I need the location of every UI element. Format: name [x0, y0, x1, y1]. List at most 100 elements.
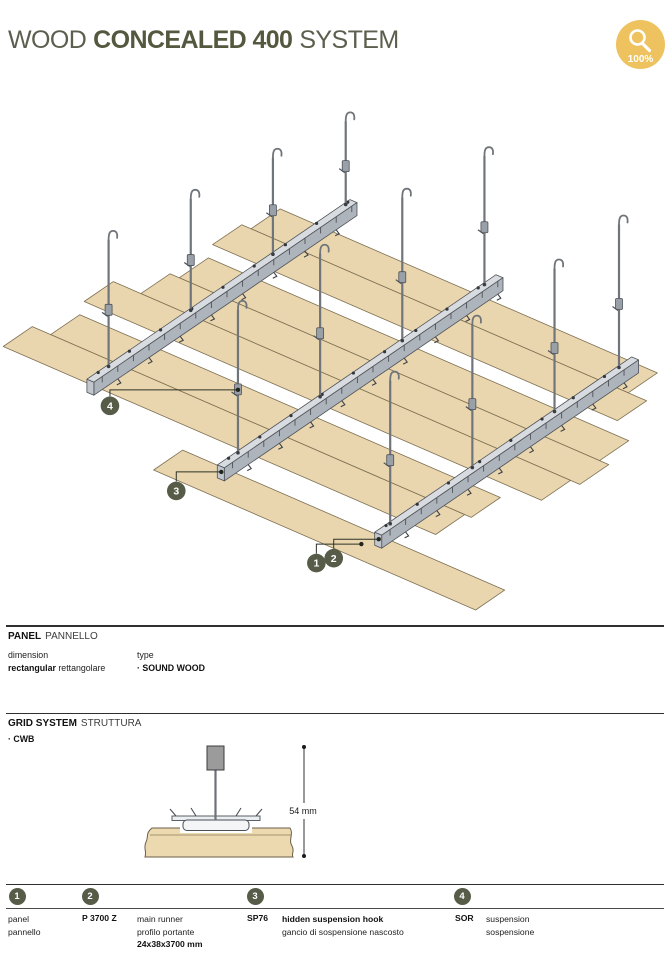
- runner-bolt: [571, 396, 575, 400]
- rod-base-bolt: [400, 338, 405, 343]
- callout-number: 1: [313, 558, 319, 570]
- rod-hook-top: [189, 188, 201, 200]
- legend-top-divider: [6, 884, 664, 886]
- runner-bolt: [227, 456, 231, 460]
- hidden-suspension-hook: [178, 335, 185, 343]
- clip-hook: [231, 391, 238, 397]
- dimension-value: rectangular rettangolare: [8, 663, 105, 673]
- hidden-suspension-hook: [278, 442, 284, 450]
- hidden-suspension-hook: [272, 271, 278, 279]
- magnifier-icon: 100%: [628, 29, 653, 65]
- hidden-suspension-hook: [434, 336, 440, 344]
- hidden-suspension-hook: [303, 250, 309, 258]
- main-runner-end: [86, 378, 95, 396]
- legend-text: 24x38x3700 mm: [137, 939, 203, 949]
- hidden-suspension-hook: [496, 293, 502, 301]
- clip-hook: [183, 262, 191, 268]
- runner-channel: [182, 819, 250, 831]
- runner-bolt: [478, 460, 482, 464]
- cross-section-diagram: 54 mm: [144, 745, 317, 858]
- runner-bolt: [221, 285, 225, 289]
- rod-adjustment-clip: [615, 298, 623, 310]
- callout-dot: [235, 387, 241, 393]
- legend-num-1: 1: [8, 887, 26, 905]
- hidden-suspension-hook: [622, 382, 628, 390]
- rod-adjustment-clip: [398, 271, 407, 284]
- hidden-suspension-hook: [591, 403, 597, 411]
- hidden-suspension-hook: [147, 357, 153, 365]
- clip-hook: [547, 350, 554, 356]
- rod-hook-top: [471, 314, 482, 326]
- rod-adjustment-clip: [468, 398, 477, 411]
- runner-bolt: [476, 286, 480, 290]
- hidden-suspension-hook: [241, 293, 247, 301]
- panel-section-subtitle: PANNELLO: [45, 631, 98, 642]
- suspension-block: [206, 745, 225, 771]
- grid-section-subtitle: STRUTTURA: [80, 718, 142, 729]
- callout-line: [315, 543, 362, 554]
- legend-text: suspension: [486, 914, 530, 924]
- grid-section-title: GRID SYSTEM: [8, 718, 77, 729]
- runner-bolt: [384, 523, 388, 528]
- rod-adjustment-clip: [104, 303, 113, 316]
- legend-text: sospensione: [486, 926, 535, 937]
- rod-hook-top: [344, 111, 356, 123]
- runner-bolt: [351, 371, 355, 375]
- callout-number: 4: [107, 400, 113, 412]
- hidden-suspension-hook: [309, 421, 315, 429]
- legend-text: pannello: [8, 926, 41, 937]
- legend-text: hidden suspension hook: [282, 914, 384, 924]
- runner-bolt: [320, 392, 324, 396]
- rod-base-bolt: [318, 394, 322, 399]
- rod-hook-top: [483, 146, 494, 158]
- dimension-value-bold: rectangular: [8, 662, 56, 673]
- legend-num-3: 3: [246, 887, 264, 905]
- hidden-suspension-hook: [246, 464, 253, 472]
- hidden-suspension-hook: [210, 314, 216, 322]
- flange-clips: [169, 807, 263, 817]
- clip-hook: [338, 168, 346, 174]
- hidden-suspension-hook: [435, 510, 441, 518]
- rod-hook-top: [618, 214, 629, 226]
- hidden-suspension-hook: [371, 379, 377, 386]
- rod-hook-top: [401, 187, 412, 199]
- runner-bolt: [383, 350, 387, 354]
- hidden-suspension-hook: [402, 357, 409, 365]
- callout-dot: [376, 537, 381, 542]
- callout-line: [333, 538, 379, 549]
- hidden-suspension-hook: [466, 488, 472, 496]
- rod-base-bolt: [470, 465, 475, 470]
- callout-circle: [324, 548, 344, 568]
- runner-bolt: [445, 307, 449, 311]
- hidden-suspension-hook: [560, 425, 566, 432]
- rod-adjustment-clip: [269, 204, 277, 217]
- grid-section-divider: [6, 713, 664, 715]
- rod-hook-top: [107, 229, 119, 241]
- clip-hook: [101, 311, 108, 317]
- dimension-value-54mm: 54 mm: [289, 806, 317, 816]
- clip-hook: [383, 462, 390, 468]
- runner-bolt: [415, 502, 419, 506]
- rod-adjustment-clip: [480, 221, 489, 234]
- rod-base-bolt: [388, 521, 393, 526]
- clip-hook: [612, 306, 619, 311]
- runner-bolt: [602, 374, 607, 379]
- runner-bolt: [540, 417, 544, 421]
- clip-hook: [465, 406, 472, 412]
- panel-section-title: PANEL: [8, 631, 42, 642]
- rod-adjustment-clip: [316, 327, 325, 340]
- legend-text: panel: [8, 914, 30, 924]
- rod-base-bolt: [188, 308, 193, 313]
- callout-line: [109, 389, 238, 397]
- clip-hook: [266, 212, 273, 218]
- rod-hook-top: [389, 370, 400, 382]
- dimension-label: dimension: [8, 650, 49, 660]
- clip-hook: [395, 279, 402, 285]
- rod-base-bolt: [552, 409, 557, 414]
- rod-base-bolt: [617, 365, 621, 370]
- legend-code-sor: SOR: [455, 913, 474, 923]
- callout-circle: [307, 553, 326, 573]
